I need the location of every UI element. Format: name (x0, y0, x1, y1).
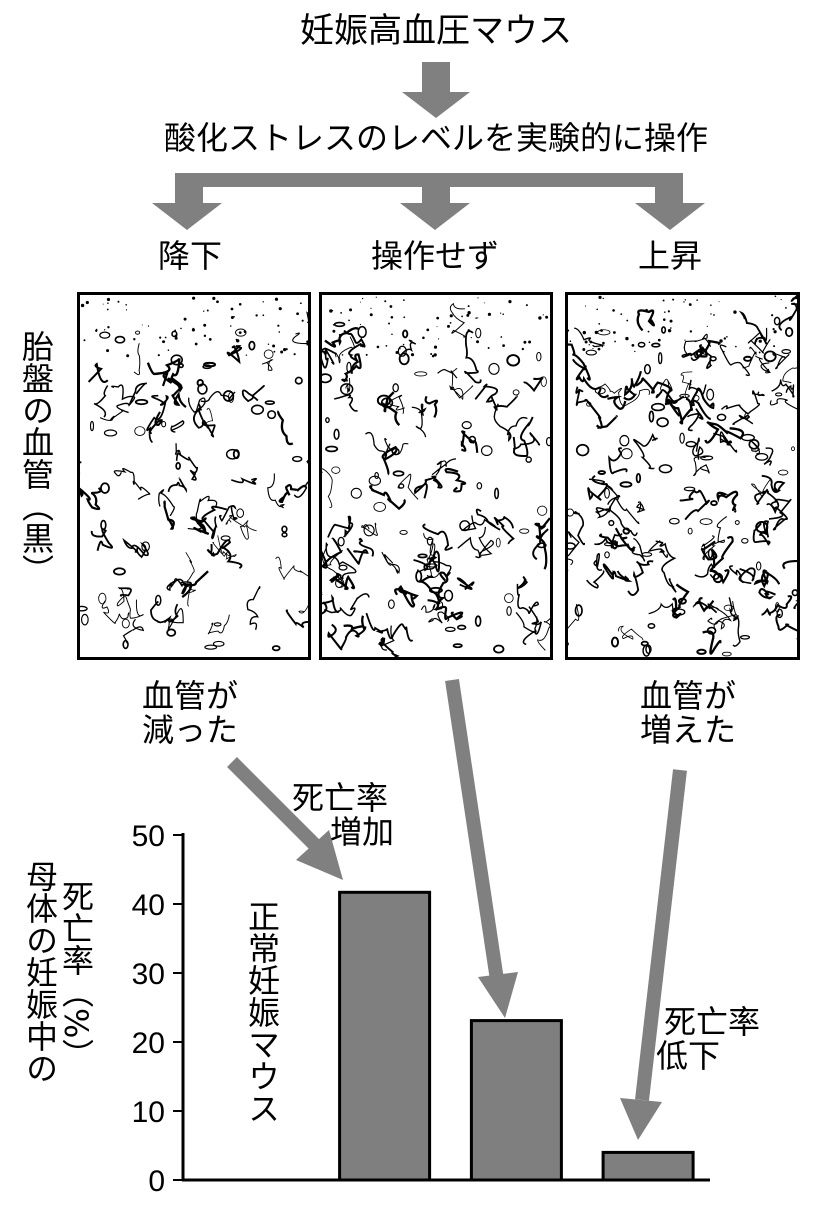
arrow-mid-head (478, 972, 518, 1018)
annotation-normal-mouse: 正常妊娠マウス (243, 900, 281, 1124)
branch-label-decrease: 降下 (157, 237, 222, 275)
micrograph-none (319, 292, 553, 660)
arrow-mid-line (445, 678, 504, 982)
branch-mid-head (400, 203, 470, 230)
annotation-mortality-up-1: 死亡率 (292, 779, 389, 817)
vessel-texture-increase (568, 295, 797, 657)
micrograph-decrease (77, 292, 311, 660)
bar (601, 1150, 695, 1182)
annotation-decreased-2: 減った (141, 711, 238, 749)
branch-label-none: 操作せず (370, 237, 499, 275)
vessel-texture-none (322, 296, 550, 657)
annotation-mortality-down-2: 低下 (656, 1037, 721, 1075)
arrow-decrease-line (227, 757, 320, 850)
side-label-placenta-vessels: 胎盤の血管（黒） (17, 330, 55, 586)
arrow-decrease-head (296, 830, 343, 880)
branch-left-head (152, 203, 222, 230)
y-tick-label: 20 (132, 1027, 165, 1060)
bar (469, 1019, 563, 1182)
annotation-decreased-1: 血管が (141, 677, 238, 715)
y-tick-label: 0 (148, 1165, 165, 1198)
y-tick-label: 40 (132, 889, 165, 922)
arrow-top-shaft (422, 62, 450, 94)
y-tick-label: 50 (132, 820, 165, 853)
manipulation-label: 酸化ストレスのレベルを実験的に操作 (163, 119, 708, 157)
arrow-increase-head (620, 1098, 662, 1140)
annotation-mortality-up-2: 増加 (330, 813, 395, 851)
annotation-increased-1: 血管が (639, 677, 736, 715)
arrow-increase-line (635, 769, 687, 1101)
arrow-top-head (402, 92, 470, 118)
branch-label-increase: 上昇 (637, 237, 702, 275)
micrograph-increase (565, 292, 800, 660)
annotation-mortality-down-1: 死亡率 (664, 1003, 761, 1041)
branch-right-shaft (655, 173, 683, 205)
y-axis-title-line-2: 死亡率（%） (57, 880, 95, 1071)
y-tick-label: 30 (132, 958, 165, 991)
y-axis-title-line-1: 母体の妊娠中の (21, 860, 59, 1084)
top-label: 妊娠高血圧マウス (300, 11, 572, 51)
branch-left-shaft (175, 173, 203, 205)
branch-right-head (635, 203, 705, 230)
branch-mid-shaft (422, 173, 450, 205)
vessel-texture-decrease (80, 296, 308, 652)
y-tick-label: 10 (132, 1096, 165, 1129)
bar (338, 890, 432, 1182)
annotation-increased-2: 増えた (639, 711, 736, 749)
